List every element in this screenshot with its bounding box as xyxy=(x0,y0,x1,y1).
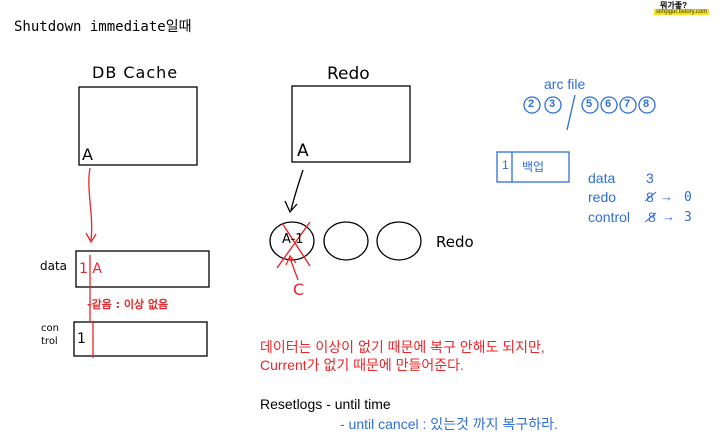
redo-old-strike xyxy=(644,191,657,202)
scn-compare-line xyxy=(89,255,94,358)
redo-logs-label: Redo xyxy=(436,233,474,251)
logo-title: 뭐가좋? xyxy=(660,1,687,10)
arc-number-5: 5 xyxy=(586,98,593,110)
arc-circle-3 xyxy=(544,96,562,114)
backup-label: 백업 xyxy=(522,160,545,174)
db-cache-cell: A xyxy=(82,145,93,164)
datafile-label: data xyxy=(40,259,68,273)
redo-buffer-box xyxy=(291,85,411,163)
resetlogs-line-2: - until cancel : 있는것 까지 복구하라. xyxy=(340,416,558,432)
redo-to-log-arrowhead xyxy=(284,200,298,214)
status-redo-new: 0 xyxy=(684,190,692,205)
redo-buffer-cell: A xyxy=(297,141,309,161)
explanation-line-1: 데이터는 이상이 없기 때문에 복구 안해도 되지만, xyxy=(260,339,545,355)
arc-separator xyxy=(566,94,576,131)
status-control-arrow: → xyxy=(662,209,675,224)
status-redo-arrow: → xyxy=(660,189,673,204)
arc-number-8: 8 xyxy=(643,98,650,110)
arc-number-7: 7 xyxy=(624,98,631,110)
status-control-label: control xyxy=(588,209,631,225)
db-cache-box xyxy=(78,86,198,166)
arc-number-6: 6 xyxy=(605,98,612,110)
logo-url: simpgur.tistory.com xyxy=(654,9,710,15)
arc-number-3: 3 xyxy=(549,98,556,110)
current-mark-arrow xyxy=(289,257,299,281)
status-data-value: 3 xyxy=(646,170,654,186)
current-mark-label: C xyxy=(293,280,305,299)
control-old-strike xyxy=(644,212,657,223)
resetlogs-line-1: Resetlogs - until time xyxy=(260,396,391,412)
redo-log-circle-2 xyxy=(323,221,369,261)
control-label-top: con xyxy=(41,323,59,334)
page-title: Shutdown immediate일때 xyxy=(14,19,192,35)
redo-to-log-arrow xyxy=(290,169,304,211)
cache-to-datafile-arrow xyxy=(88,167,93,241)
redo-buffer-label: Redo xyxy=(327,64,370,84)
arc-file-label: arc file xyxy=(544,76,586,92)
arc-circle-8 xyxy=(638,96,656,114)
status-control-old: 8 xyxy=(648,209,656,225)
redo-log-cross-mark xyxy=(276,221,311,269)
status-redo-old: 8 xyxy=(646,189,654,205)
control-value: 1 xyxy=(77,331,86,347)
current-mark-arrowhead xyxy=(285,254,297,266)
status-data-label: data xyxy=(588,170,616,186)
control-label-bottom: trol xyxy=(41,336,58,347)
redo-log-circle-1 xyxy=(269,221,315,261)
redo-log-circle-3 xyxy=(376,221,422,261)
arc-circle-5 xyxy=(581,96,599,114)
datafile-box xyxy=(75,250,210,288)
explanation-line-2: Current가 없기 때문에 만들어준다. xyxy=(260,357,464,373)
backup-number: 1 xyxy=(502,158,509,172)
arc-number-2: 2 xyxy=(528,98,535,110)
arc-circle-7 xyxy=(619,96,637,114)
redo-log-cell-1: A-1 xyxy=(282,232,304,247)
scn-note: -같음 : 이상 없음 xyxy=(87,298,169,311)
status-control-new: 3 xyxy=(684,210,692,225)
backup-box xyxy=(496,151,570,183)
arc-circle-6 xyxy=(600,96,618,114)
arc-circle-2 xyxy=(523,96,541,114)
status-redo-label: redo xyxy=(588,189,617,205)
db-cache-label: DB Cache xyxy=(92,63,179,82)
cache-to-datafile-arrowhead xyxy=(85,232,97,244)
control-file-box xyxy=(73,321,208,357)
site-logo: 뭐가좋? simpgur.tistory.com xyxy=(652,0,720,18)
datafile-value: 1 A xyxy=(79,261,102,277)
